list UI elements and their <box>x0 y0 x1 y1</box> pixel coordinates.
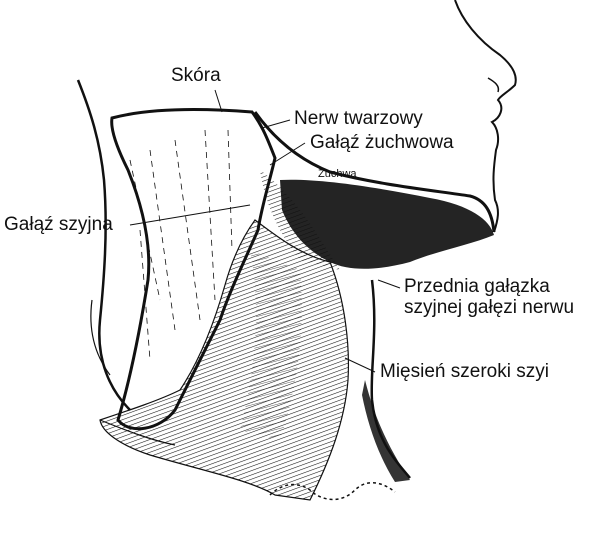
strap-muscle <box>362 380 410 482</box>
nape-outline <box>78 80 130 410</box>
leader-cervical-branch <box>130 205 250 225</box>
leader-anterior-twig <box>378 280 400 288</box>
label-anterior-twig-line2: szyjnej gałęzi nerwu <box>404 298 600 319</box>
label-anterior-twig-line1: Przednia gałązka <box>404 277 600 298</box>
platysma-muscle <box>100 220 348 500</box>
nostril-line <box>488 78 498 92</box>
label-mandible: Żuchwa <box>318 168 357 180</box>
face-profile-line <box>455 0 516 232</box>
label-facial-nerve: Nerw twarzowy <box>294 109 423 130</box>
label-cervical-branch: Gałąź szyjna <box>4 215 113 236</box>
label-skin: Skóra <box>171 66 221 87</box>
leader-platysma <box>345 358 375 372</box>
label-anterior-twig: Przednia gałązka szyjnej gałęzi nerwu <box>404 277 600 319</box>
label-platysma: Mięsień szeroki szyi <box>380 362 549 383</box>
label-mandibular-branch: Gałąź żuchwowa <box>310 133 454 154</box>
